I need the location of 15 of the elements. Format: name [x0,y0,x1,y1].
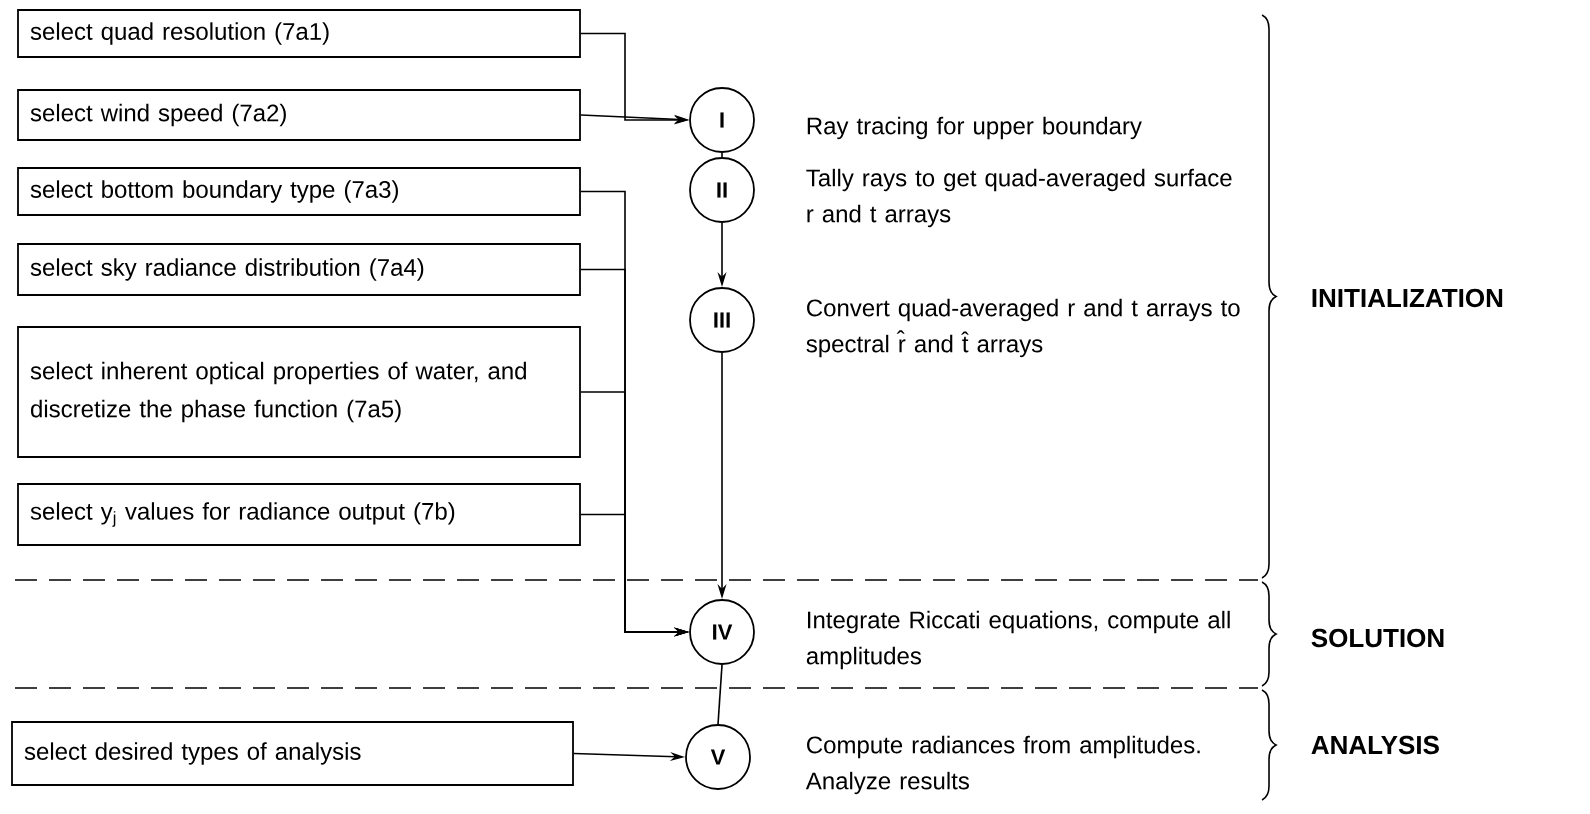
step-description: Tally rays to get quad-averaged surface r and t arrays [806,168,1232,228]
phase-label: SOLUTION [1311,628,1444,648]
input-box: select wind speed (7a2) [17,89,581,141]
input-box: select sky radiance distribution (7a4) [17,243,581,296]
input-box: select bottom boundary type (7a3) [17,167,581,216]
input-box: select inherent optical properties of water, and discretize the phase function (7a5) [17,326,581,458]
input-box: select quad resolution (7a1) [17,9,581,58]
phase-label: ANALYSIS [1311,735,1439,755]
step-description: Convert quad-averaged r and t arrays to spectral r̂ and t̂ arrays [806,298,1240,358]
phase-label: INITIALIZATION [1312,288,1503,308]
input-box: select desired types of analysis [11,721,574,786]
step-description: Ray tracing for upper boundary [807,116,1142,140]
input-box: select y$_{j}$ values for radiance output (7b) [17,483,581,546]
step-description: Integrate Riccati equations, compute all amplitudes [806,610,1230,670]
step-description: Compute radiances from amplitudes. Analyze results [805,735,1200,795]
